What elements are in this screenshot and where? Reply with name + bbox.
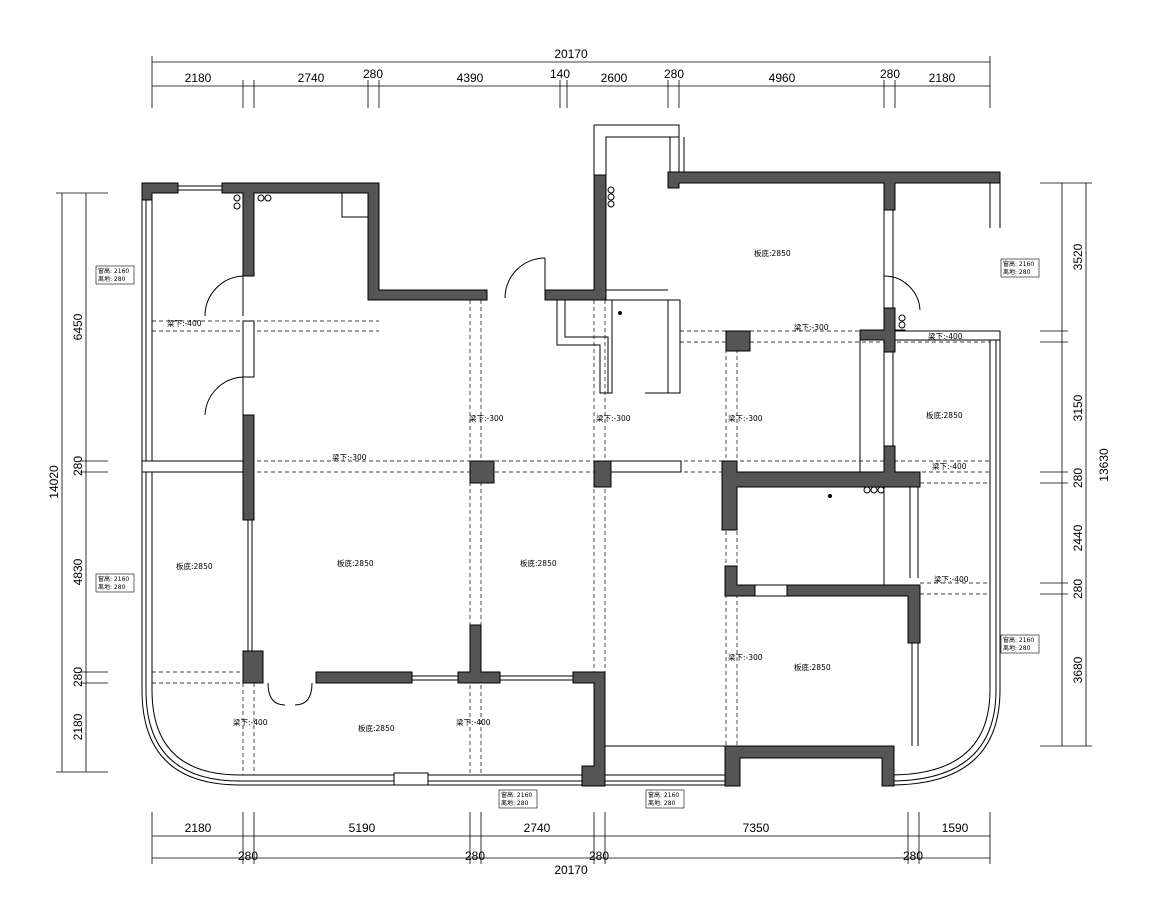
dim-bottom-280-3: 280 xyxy=(589,849,609,863)
dim-top-7: 280 xyxy=(664,67,684,81)
dim-left-4: 280 xyxy=(71,667,85,687)
dim-top-1: 2180 xyxy=(185,71,212,85)
dim-top-10: 2180 xyxy=(929,71,956,85)
left-dimensions: 14020 6450 280 4830 280 2180 xyxy=(47,192,108,773)
window-note-height: 窗高: 2160 xyxy=(98,575,129,583)
window-note-height: 窗高: 2160 xyxy=(1003,260,1034,268)
beam-label: 梁下:-300 xyxy=(596,414,631,423)
dim-top-3: 280 xyxy=(363,67,383,81)
outer-envelope xyxy=(141,124,1001,786)
slab-label: 板底:2850 xyxy=(337,558,374,568)
window-note-height: 窗高: 2160 xyxy=(1003,636,1034,644)
dim-bottom-total: 20170 xyxy=(554,863,588,877)
beam-label: 梁下:-300 xyxy=(728,414,763,423)
dim-bottom-3: 2740 xyxy=(524,821,551,835)
dim-right-total: 13630 xyxy=(1097,448,1111,482)
dim-top-4: 4390 xyxy=(457,71,484,85)
dim-left-1: 6450 xyxy=(71,313,85,340)
dim-bottom-280-2: 280 xyxy=(465,849,485,863)
dim-bottom-5: 1590 xyxy=(942,821,969,835)
fixtures xyxy=(233,186,906,498)
top-dimensions: 20170 2180 2740 280 4390 140 2600 280 49… xyxy=(151,47,991,108)
dim-bottom-1: 2180 xyxy=(185,821,212,835)
dim-right-2: 3150 xyxy=(1071,394,1085,421)
window-note: 窗高: 2160 离地: 280 xyxy=(645,789,685,809)
window-note-height: 窗高: 2160 xyxy=(501,791,532,799)
dim-left-5: 2180 xyxy=(71,713,85,740)
window-note-height: 窗高: 2160 xyxy=(648,791,679,799)
dim-left-3: 4830 xyxy=(71,558,85,585)
slab-labels: 板底:2850 板底:2850 板底:2850 板底:2850 板底:2850 … xyxy=(176,248,963,733)
beam-label: 梁下:-300 xyxy=(469,414,504,423)
bottom-dimensions: 2180 5190 2740 7350 1590 280 280 280 280… xyxy=(151,812,991,877)
beam-label: 梁下:-400 xyxy=(167,319,202,328)
window-note: 窗高: 2160 离地: 280 xyxy=(95,265,135,285)
beam-label: 梁下:-400 xyxy=(233,718,268,727)
window-note-floor: 离地: 280 xyxy=(648,799,676,807)
slab-label: 板底:2850 xyxy=(520,558,557,568)
dim-top-2: 2740 xyxy=(298,71,325,85)
window-note-floor: 离地: 280 xyxy=(98,583,126,591)
slab-label: 板底:2850 xyxy=(358,723,395,733)
slab-label: 板底:2850 xyxy=(926,410,963,420)
right-dimensions: 13630 3520 3150 280 2440 280 3680 xyxy=(1040,182,1111,747)
window-note-floor: 离地: 280 xyxy=(1003,644,1031,652)
dim-bottom-4: 7350 xyxy=(743,821,770,835)
dim-top-total: 20170 xyxy=(554,47,588,61)
beam-label: 梁下:-300 xyxy=(332,453,367,462)
slab-label: 板底:2850 xyxy=(754,248,791,258)
dim-bottom-2: 5190 xyxy=(349,821,376,835)
dim-right-5: 280 xyxy=(1071,579,1085,599)
window-note-floor: 离地: 280 xyxy=(98,275,126,283)
beam-label: 梁下:-400 xyxy=(932,462,967,471)
beam-label: 梁下:-400 xyxy=(928,332,963,341)
dim-right-1: 3520 xyxy=(1071,243,1085,270)
dim-top-8: 4960 xyxy=(769,71,796,85)
window-note: 窗高: 2160 离地: 280 xyxy=(1000,634,1040,654)
window-note: 窗高: 2160 离地: 280 xyxy=(95,573,135,593)
dim-left-total: 14020 xyxy=(47,465,61,499)
dim-top-6: 2600 xyxy=(601,71,628,85)
beam-label: 梁下:-300 xyxy=(794,323,829,332)
dim-right-4: 2440 xyxy=(1071,524,1085,551)
beam-labels: 梁下:-400 梁下:-300 梁下:-400 梁下:-300 梁下:-300 … xyxy=(167,319,969,727)
beam-label: 梁下:-300 xyxy=(728,653,763,662)
dim-top-9: 280 xyxy=(880,67,900,81)
solid-walls xyxy=(141,171,1001,787)
doors xyxy=(204,257,921,706)
thin-walls xyxy=(141,210,1001,786)
beam-label: 梁下:-400 xyxy=(456,718,491,727)
window-note-height: 窗高: 2160 xyxy=(98,267,129,275)
beam-label: 梁下:-400 xyxy=(934,575,969,584)
window-note-floor: 离地: 280 xyxy=(501,799,529,807)
dim-right-6: 3680 xyxy=(1071,656,1085,683)
window-note-floor: 离地: 280 xyxy=(1003,268,1031,276)
window-note: 窗高: 2160 离地: 280 xyxy=(1000,258,1040,278)
dim-right-3: 280 xyxy=(1071,468,1085,488)
slab-label: 板底:2850 xyxy=(176,561,213,571)
dim-bottom-280-4: 280 xyxy=(903,849,923,863)
slab-label: 板底:2850 xyxy=(794,662,831,672)
dim-left-2: 280 xyxy=(71,456,85,476)
dim-bottom-280-1: 280 xyxy=(238,849,258,863)
window-note: 窗高: 2160 离地: 280 xyxy=(498,789,538,809)
dim-top-5: 140 xyxy=(550,67,570,81)
